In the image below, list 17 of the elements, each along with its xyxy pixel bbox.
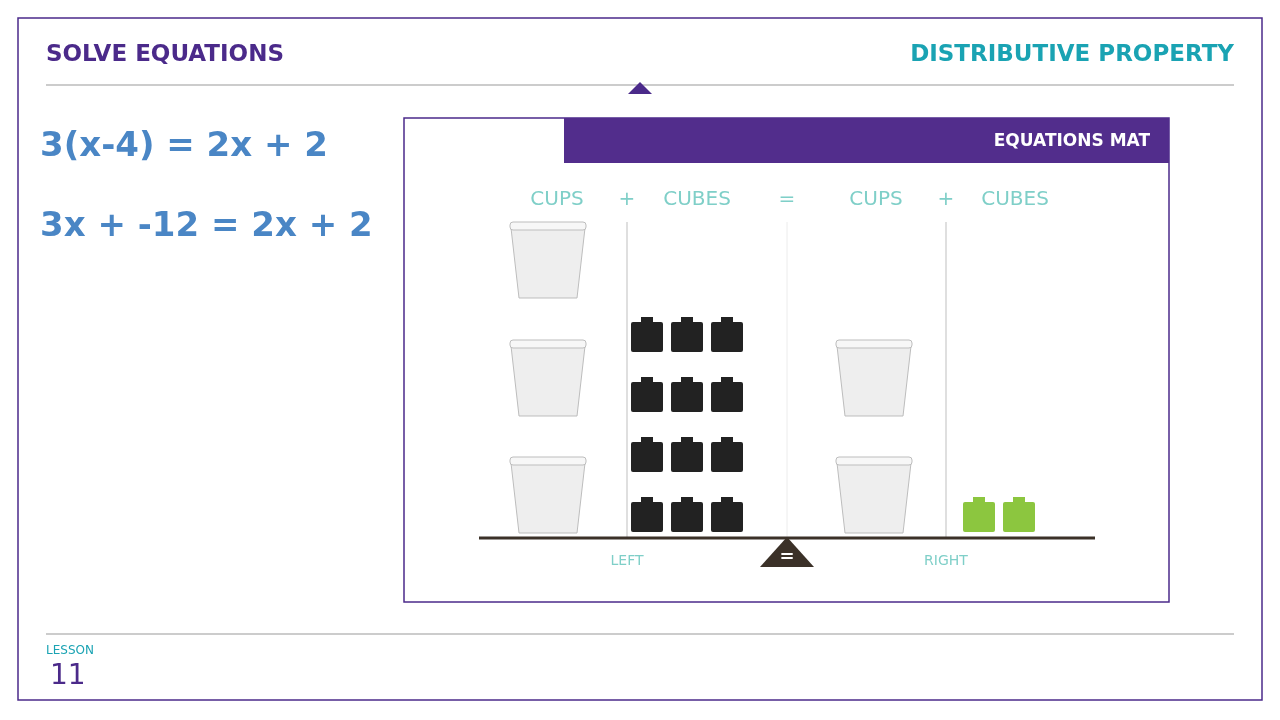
equation: 3(x-4) = 2x + 2 (40, 124, 328, 164)
equation: 3x + -12 = 2x + 2 (40, 204, 373, 244)
equals-sign: = (778, 186, 796, 210)
equals-sign: = (779, 545, 795, 566)
page-subtitle: DISTRIBUTIVE PROPERTY (910, 40, 1234, 66)
side-label: LEFT (610, 552, 644, 568)
page-title: SOLVE EQUATIONS (46, 40, 284, 66)
column-heading: CUBES (663, 186, 731, 210)
plus-sign: + (618, 186, 636, 210)
plus-sign: + (937, 186, 955, 210)
column-heading: CUBES (981, 186, 1049, 210)
column-heading: CUPS (530, 186, 584, 210)
column-heading: CUPS (849, 186, 903, 210)
side-label: RIGHT (924, 552, 968, 568)
mat-title: EQUATIONS MAT (993, 130, 1150, 150)
lesson-label: LESSON (46, 643, 94, 657)
lesson-number: 11 (50, 658, 86, 691)
